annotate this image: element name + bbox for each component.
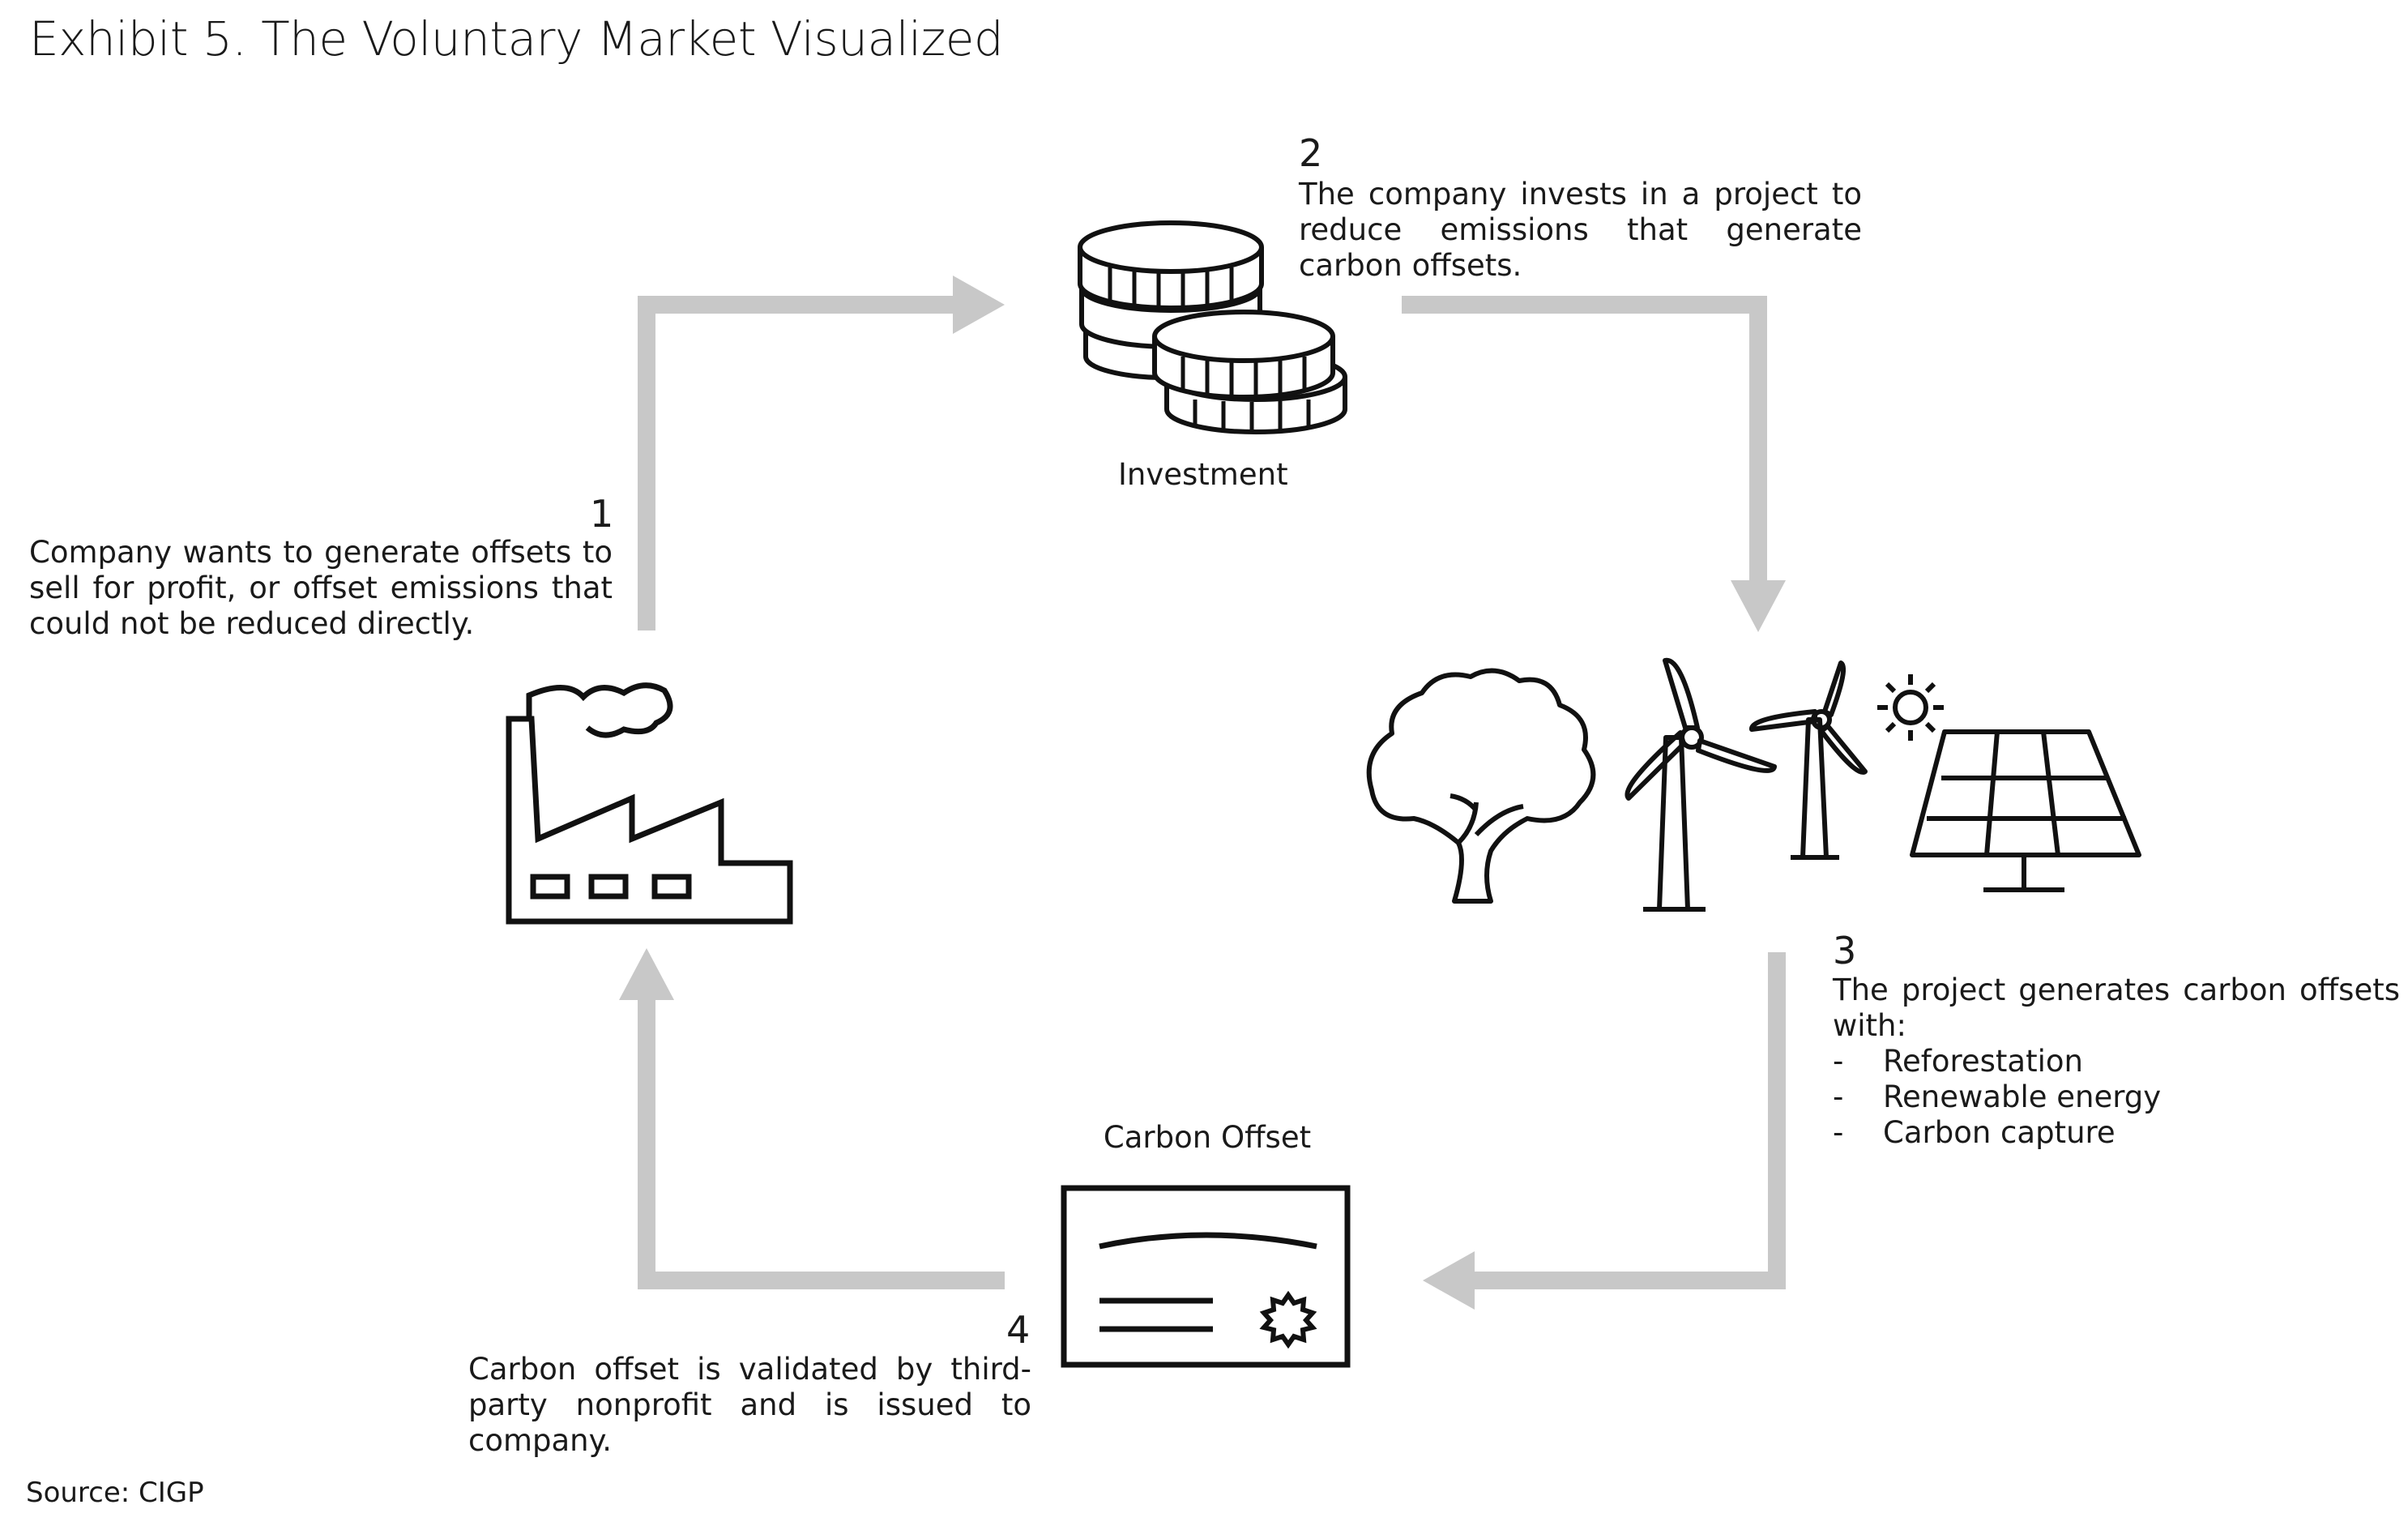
step-4-description: Carbon offset is validated by third-part… xyxy=(468,1352,1031,1458)
arrow-4-to-1 xyxy=(638,998,1005,1289)
step-1-number: 1 xyxy=(590,492,614,536)
step-4-number: 4 xyxy=(1006,1308,1031,1352)
step-3-number: 3 xyxy=(1833,929,1857,972)
list-item: -Reforestation xyxy=(1833,1044,2083,1079)
sun-icon xyxy=(1877,674,1944,741)
arrow-heads xyxy=(619,276,1786,1310)
step-3-bullet-list: -Reforestation -Renewable energy -Carbon… xyxy=(1833,1044,2286,1151)
arrow-2-to-3 xyxy=(1402,296,1767,582)
arrowhead-right xyxy=(953,276,1005,334)
carbon-offset-label: Carbon Offset xyxy=(1103,1120,1312,1155)
list-item: -Carbon capture xyxy=(1833,1115,2116,1150)
step-3-description: The project generates carbon offsets wit… xyxy=(1833,972,2400,1043)
list-item: -Renewable energy xyxy=(1833,1079,2162,1114)
solar-panel-icon xyxy=(1910,729,2141,892)
step-1-description: Company wants to generate offsets to sel… xyxy=(29,535,613,641)
wind-turbine-icon xyxy=(1625,657,1777,912)
factory-icon xyxy=(506,682,793,925)
certificate-icon xyxy=(1061,1185,1351,1368)
investment-label: Investment xyxy=(1118,457,1288,492)
page-title: Exhibit 5. The Voluntary Market Visualiz… xyxy=(29,11,1004,66)
arrowhead-left xyxy=(1423,1251,1475,1310)
arrow-3-to-4 xyxy=(1473,952,1786,1289)
projects-icon xyxy=(1366,657,2141,912)
source-note: Source: CIGP xyxy=(26,1477,204,1509)
arrowhead-down xyxy=(1731,580,1786,632)
step-2-description: The company invests in a project to redu… xyxy=(1299,177,1862,283)
tree-icon xyxy=(1366,668,1596,904)
arrow-1-to-2 xyxy=(638,296,954,630)
cycle-arrows xyxy=(638,296,1786,1289)
wind-turbine-icon-small xyxy=(1749,660,1868,860)
coins-icon xyxy=(1078,220,1347,434)
step-2-number: 2 xyxy=(1299,131,1323,175)
arrowhead-up xyxy=(619,948,674,1000)
